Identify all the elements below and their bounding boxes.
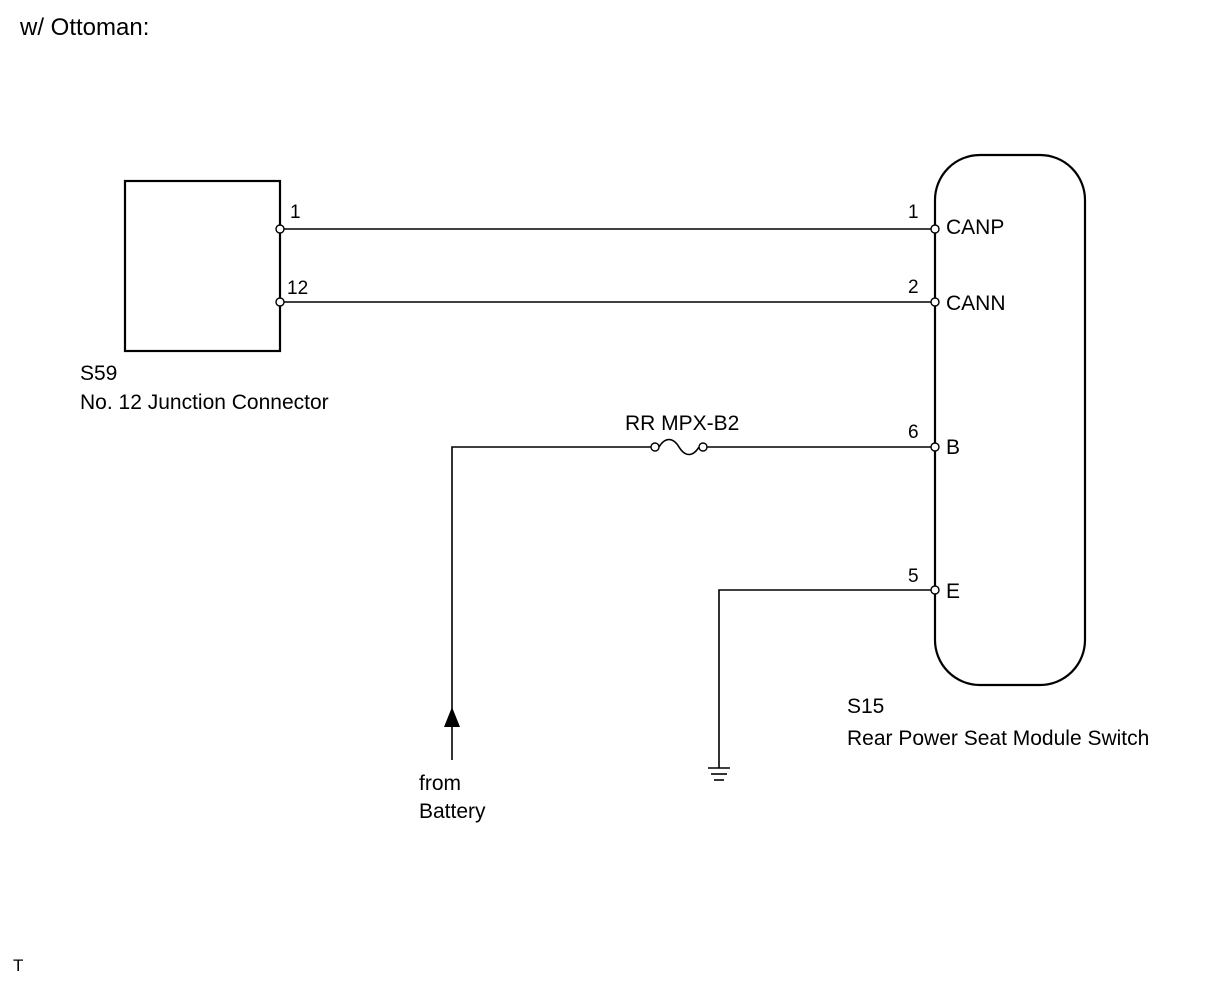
junction-connector-name: No. 12 Junction Connector (80, 391, 329, 414)
module-terminal-5 (930, 585, 940, 595)
module-terminal-6 (930, 442, 940, 452)
module-terminal-1 (930, 224, 940, 234)
fuse-symbol (658, 438, 700, 456)
module-pin-e-signal: E (946, 580, 960, 603)
module-pin-6-number: 6 (908, 422, 919, 443)
junction-connector-box (123, 179, 282, 353)
module-pin-cann-signal: CANN (946, 292, 1006, 315)
module-pin-1-number: 1 (908, 202, 919, 223)
junction-terminal-1 (275, 224, 285, 234)
module-pin-canp-signal: CANP (946, 216, 1004, 239)
ground-icon (708, 767, 730, 781)
module-switch-name: Rear Power Seat Module Switch (847, 727, 1149, 750)
power-source-line2: Battery (419, 800, 486, 823)
junction-terminal-12 (275, 297, 285, 307)
footer-mark: T (13, 956, 23, 975)
fuse-label: RR MPX-B2 (625, 412, 739, 435)
module-pin-2-number: 2 (908, 277, 919, 298)
junction-pin-1-number: 1 (290, 202, 301, 223)
module-pin-b-signal: B (946, 436, 960, 459)
module-pin-5-number: 5 (908, 566, 919, 587)
power-arrow-icon (444, 707, 460, 727)
diagram-title: w/ Ottoman: (19, 14, 149, 41)
junction-connector-code: S59 (80, 362, 117, 385)
module-switch-code: S15 (847, 695, 884, 718)
fuse-terminal-right (698, 442, 708, 452)
junction-pin-12-number: 12 (287, 278, 308, 299)
battery-wire-left (451, 446, 655, 712)
module-terminal-2 (930, 297, 940, 307)
power-source-line1: from (419, 772, 461, 795)
fuse-terminal-left (650, 442, 660, 452)
ground-wire (718, 589, 935, 768)
module-switch-box (933, 153, 1087, 687)
